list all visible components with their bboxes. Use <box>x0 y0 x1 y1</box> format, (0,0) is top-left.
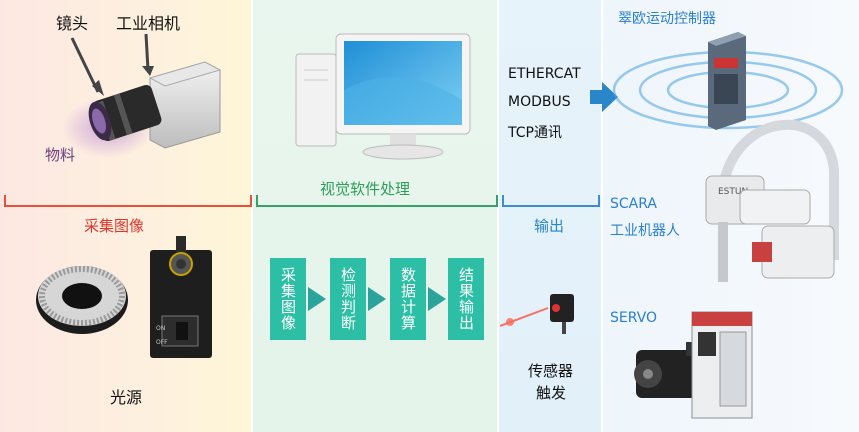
panel-divider <box>497 0 499 432</box>
capture-bracket <box>4 195 252 207</box>
output-arrow-icon <box>590 82 618 112</box>
light-label: 光源 <box>110 388 143 407</box>
step-capture: 采集图像 <box>270 258 306 340</box>
sensor-label-line1: 传感器 <box>528 362 574 380</box>
switch-off-text: OFF <box>156 339 168 346</box>
section-output-label: 输出 <box>534 217 565 235</box>
servo-image <box>634 311 753 419</box>
scara-label-line1: SCARA <box>610 196 657 212</box>
controller-label: 翠欧运动控制器 <box>618 11 716 27</box>
servo-label: SERVO <box>610 310 658 326</box>
ring-light-image <box>36 266 128 334</box>
vision-bracket <box>256 195 498 207</box>
camera-label: 工业相机 <box>116 14 181 33</box>
object-label: 物料 <box>45 146 76 164</box>
protocol-modbus: MODBUS <box>508 94 571 110</box>
panel-divider <box>251 0 253 432</box>
output-bracket <box>502 195 600 207</box>
industrial-camera-image <box>62 33 222 158</box>
step-output: 结果输出 <box>448 258 484 340</box>
panel-divider <box>601 0 603 432</box>
step-detect: 检测判断 <box>330 258 366 340</box>
sensor-image <box>500 294 574 334</box>
robot-brand-text: ESTUN <box>718 187 748 197</box>
computer-image <box>295 33 471 160</box>
switch-on-text: ON <box>156 325 165 332</box>
protocol-tcp: TCP通讯 <box>508 125 562 141</box>
lens-label: 镜头 <box>56 14 89 33</box>
step-arrow <box>368 287 386 311</box>
motion-controller-image <box>612 32 844 130</box>
scara-label-line2: 工业机器人 <box>610 223 680 239</box>
step-arrow <box>428 287 446 311</box>
scara-robot-image: ESTUN <box>705 120 839 282</box>
light-controller-image: ON OFF <box>150 236 212 358</box>
section-vision-label: 视觉软件处理 <box>320 180 411 198</box>
step-arrow <box>308 287 326 311</box>
section-capture-label: 采集图像 <box>84 217 145 235</box>
output-panel <box>498 0 602 432</box>
protocol-ethercat: ETHERCAT <box>508 66 581 82</box>
step-calculate: 数据计算 <box>390 258 426 340</box>
sensor-label-line2: 触发 <box>536 384 567 402</box>
